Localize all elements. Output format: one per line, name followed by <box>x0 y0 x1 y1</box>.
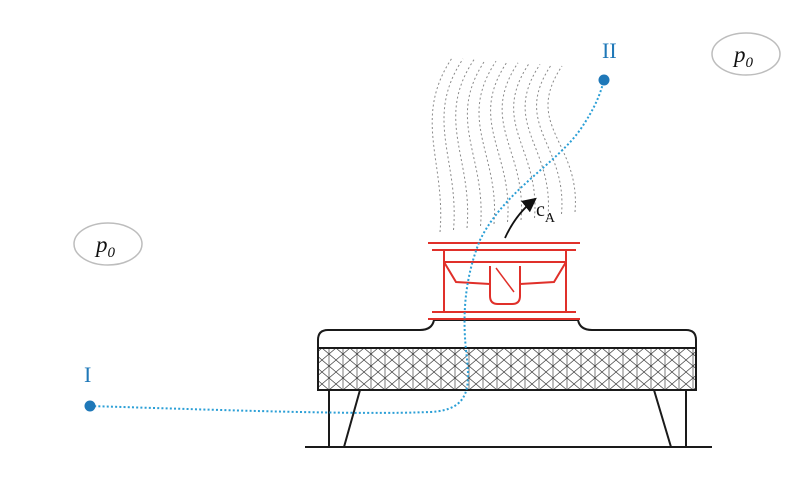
streamline-i-to-ii <box>89 79 605 414</box>
jet-streamline <box>431 57 453 233</box>
jet-streamline <box>443 58 464 231</box>
point-i-label: I <box>84 362 91 387</box>
pressure-left-label: p0 <box>94 232 116 261</box>
left-leg <box>328 389 362 448</box>
air-jet-streamlines <box>431 57 576 233</box>
pressure-right-label: p0 <box>732 42 754 71</box>
hood-top <box>317 319 697 349</box>
velocity-subscript: A <box>545 211 556 226</box>
pressure-right-symbol: p <box>732 42 746 67</box>
pressure-bubble-left <box>73 222 143 266</box>
pressure-left-subscript: 0 <box>108 245 116 261</box>
jet-streamline <box>455 59 475 229</box>
jet-streamline <box>466 60 486 227</box>
velocity-arrow <box>504 197 537 239</box>
point-ii-label: II <box>602 38 617 63</box>
jet-streamline <box>490 61 509 223</box>
jet-streamline <box>513 63 536 219</box>
pressure-left-symbol: p <box>94 232 108 257</box>
velocity-label: cA <box>536 199 556 226</box>
pressure-bubble-right <box>711 32 781 76</box>
point-i-marker <box>84 400 96 412</box>
jet-streamline <box>478 60 497 225</box>
filter-mesh <box>317 347 697 391</box>
jet-streamline <box>536 64 563 215</box>
right-leg <box>652 389 687 448</box>
jet-streamline <box>524 64 549 217</box>
jet-streamline <box>501 62 523 221</box>
point-ii-marker <box>598 74 610 86</box>
jet-streamline <box>547 65 576 213</box>
pressure-right-subscript: 0 <box>746 55 754 71</box>
fan-unit <box>428 242 580 320</box>
velocity-symbol: c <box>536 199 545 221</box>
